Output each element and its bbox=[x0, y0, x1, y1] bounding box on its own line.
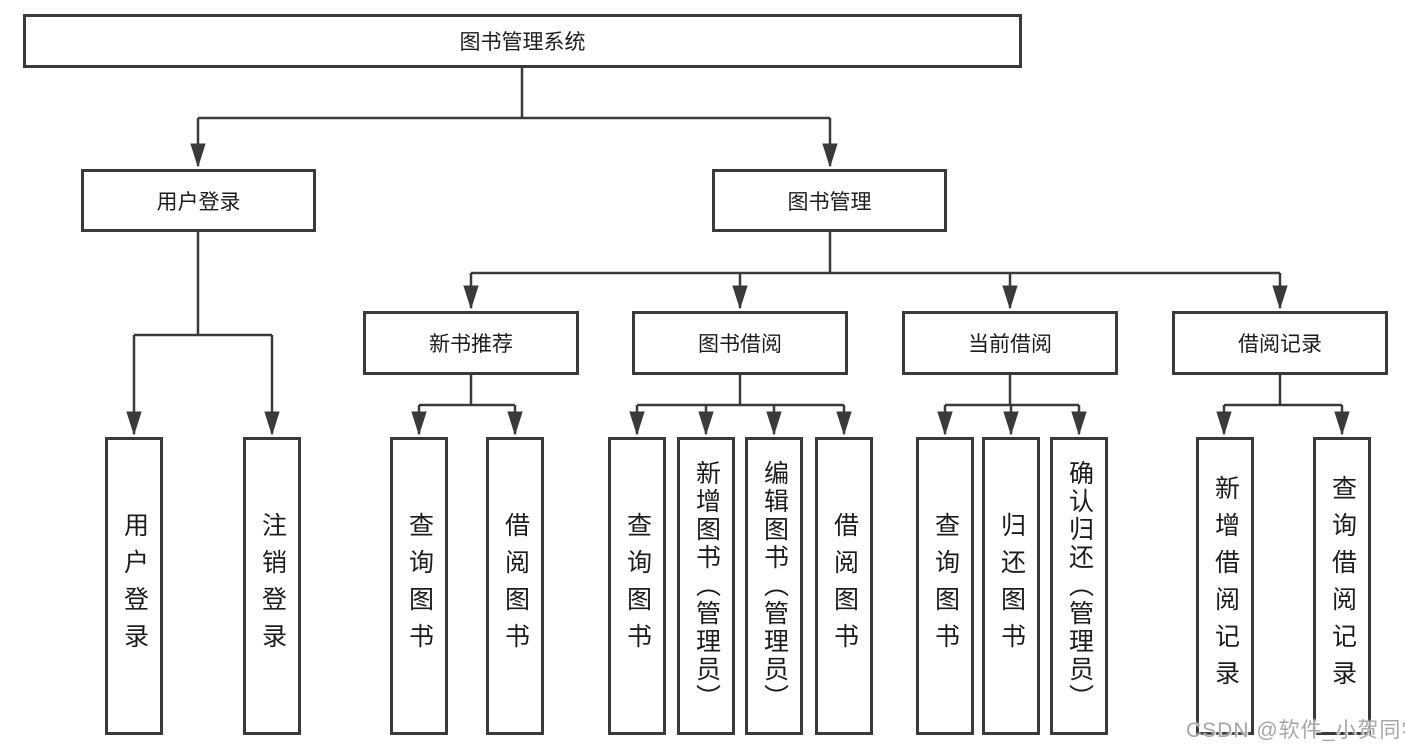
leaf-cb-return-book: 归还图书 bbox=[982, 437, 1040, 735]
node-book-borrow: 图书借阅 bbox=[632, 311, 848, 375]
leaf-cb-confirm-return: 确认归还（管理员） bbox=[1050, 437, 1108, 735]
leaf-cb-return-book-label: 归还图书 bbox=[997, 512, 1026, 660]
leaf-bb-edit-book-label: 编辑图书（管理员） bbox=[760, 460, 789, 712]
node-book-management-label: 图书管理 bbox=[787, 190, 872, 214]
leaf-cb-query-book-label: 查询图书 bbox=[931, 512, 960, 660]
leaf-br-add-record: 新增借阅记录 bbox=[1196, 437, 1254, 735]
csdn-watermark: CSDN @软件_小贺同学 bbox=[1186, 719, 1405, 742]
leaf-nbr-query-book-label: 查询图书 bbox=[405, 512, 434, 660]
leaf-bb-edit-book: 编辑图书（管理员） bbox=[745, 437, 803, 735]
node-new-book-recommend: 新书推荐 bbox=[363, 311, 579, 375]
node-root-label: 图书管理系统 bbox=[459, 31, 586, 54]
leaf-bb-borrow-book-label: 借阅图书 bbox=[830, 512, 859, 660]
leaf-bb-query-book-label: 查询图书 bbox=[623, 512, 652, 660]
node-user-login-label: 用户登录 bbox=[156, 190, 241, 214]
node-book-management: 图书管理 bbox=[712, 169, 947, 232]
leaf-br-add-record-label: 新增借阅记录 bbox=[1211, 475, 1240, 697]
leaf-cb-query-book: 查询图书 bbox=[916, 437, 974, 735]
node-book-borrow-label: 图书借阅 bbox=[698, 333, 782, 356]
node-current-borrow: 当前借阅 bbox=[902, 311, 1118, 375]
node-user-login: 用户登录 bbox=[81, 169, 316, 232]
leaf-bb-add-book: 新增图书（管理员） bbox=[677, 437, 735, 735]
leaf-nbr-borrow-book: 借阅图书 bbox=[486, 437, 544, 735]
leaf-bb-add-book-label: 新增图书（管理员） bbox=[692, 460, 721, 712]
leaf-bb-borrow-book: 借阅图书 bbox=[815, 437, 873, 735]
node-borrow-record: 借阅记录 bbox=[1172, 311, 1388, 375]
leaf-logout: 注销登录 bbox=[243, 437, 301, 735]
node-new-book-recommend-label: 新书推荐 bbox=[429, 333, 513, 356]
leaf-bb-query-book: 查询图书 bbox=[608, 437, 666, 735]
node-current-borrow-label: 当前借阅 bbox=[968, 333, 1052, 356]
leaf-user-login: 用户登录 bbox=[105, 437, 163, 735]
node-root: 图书管理系统 bbox=[23, 14, 1022, 68]
leaf-nbr-query-book: 查询图书 bbox=[390, 437, 448, 735]
leaf-cb-confirm-return-label: 确认归还（管理员） bbox=[1065, 460, 1094, 712]
leaf-user-login-label: 用户登录 bbox=[120, 512, 149, 660]
leaf-br-query-record-label: 查询借阅记录 bbox=[1328, 475, 1357, 697]
leaf-br-query-record: 查询借阅记录 bbox=[1313, 437, 1371, 735]
node-borrow-record-label: 借阅记录 bbox=[1238, 333, 1322, 356]
leaf-nbr-borrow-book-label: 借阅图书 bbox=[501, 512, 530, 660]
leaf-logout-label: 注销登录 bbox=[258, 512, 287, 660]
